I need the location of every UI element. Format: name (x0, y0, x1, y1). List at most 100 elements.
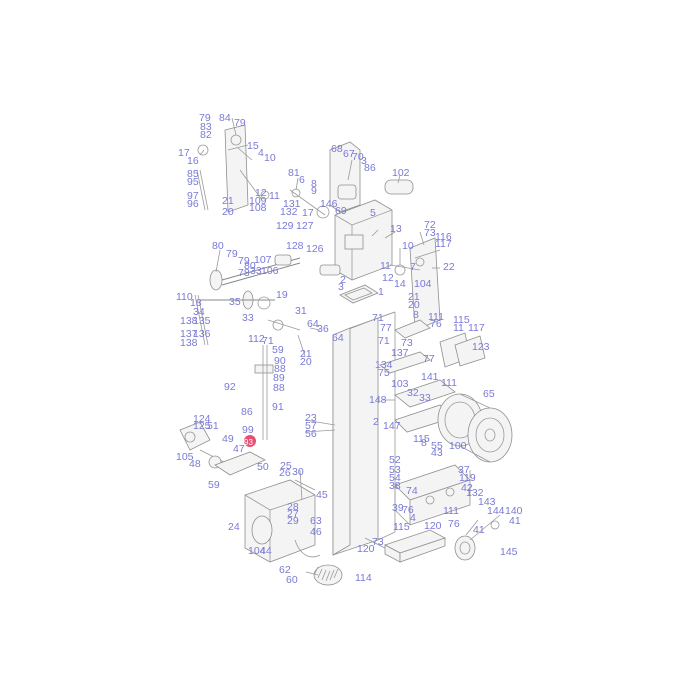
part-label: 71 (372, 312, 384, 324)
part-label: 138 (180, 315, 198, 327)
part-label: 137 (391, 347, 409, 359)
part-label: 74 (406, 485, 418, 497)
part-label: 27 (287, 508, 299, 520)
part-label: 140 (505, 505, 523, 517)
part-label: 144 (487, 505, 505, 517)
part-label: 3 (361, 155, 367, 167)
part-label: 22 (443, 261, 455, 273)
part-label: 120 (357, 543, 375, 555)
part-label: 11 (380, 260, 391, 272)
part-label: 39 (392, 502, 404, 514)
part-label: 79 (234, 117, 246, 129)
part-label: 45 (316, 489, 328, 501)
part-label: 33 (242, 312, 254, 324)
part-label: 2 (373, 416, 379, 428)
part-label: 64 (332, 332, 344, 344)
part-label: 10 (402, 240, 414, 252)
part-label: 134 (375, 359, 393, 371)
part-label: 8 (311, 178, 317, 190)
part-label: 21 (408, 291, 420, 303)
part-label: 71 (262, 335, 274, 347)
part-label: 79 (238, 255, 250, 267)
part-label: 77 (380, 322, 392, 334)
part-label: 26 (279, 467, 291, 479)
part-label: 33 (419, 392, 431, 404)
part-label: 10 (264, 152, 276, 164)
part-label: 12 (255, 187, 267, 199)
part-label: 49 (222, 433, 234, 445)
part-label: 53 (389, 464, 401, 476)
part-label: 43 (431, 447, 443, 459)
part-label: 47 (233, 443, 245, 455)
part-label: 57 (305, 420, 317, 432)
part-label: 86 (241, 406, 253, 418)
part-label: 111 (441, 377, 457, 389)
part-label: 18 (190, 297, 202, 309)
part-label: 75 (378, 367, 390, 379)
part-label: 20 (300, 356, 312, 368)
part-label: 79 (226, 248, 238, 260)
main-column (332, 311, 396, 556)
part-label: 60 (286, 574, 298, 586)
part-label: 62 (279, 564, 291, 576)
part-label: 44 (260, 545, 272, 557)
part-label: 51 (207, 420, 219, 432)
part-label: 30 (292, 466, 304, 478)
part-label: 59 (272, 344, 284, 356)
part-label: 67 (343, 148, 355, 160)
part-label: 147 (383, 420, 401, 432)
part-label: 20 (222, 206, 234, 218)
part-label: 55 (431, 440, 443, 452)
part-label: 65 (483, 388, 495, 400)
part-label: 115 (393, 521, 410, 533)
part-label: 143 (478, 496, 496, 508)
part-label: 20 (408, 299, 420, 311)
part-label: 141 (421, 371, 439, 383)
part-label: 73 (401, 337, 413, 349)
part-label: 89 (273, 372, 285, 384)
part-label: 34 (193, 306, 205, 318)
part-label: 15 (247, 140, 259, 152)
part-label: 96 (187, 198, 199, 210)
part-label: 86 (364, 162, 376, 174)
part-label: 72 (424, 219, 436, 231)
part-label: 68 (331, 143, 343, 155)
small-pulley (454, 514, 501, 561)
part-label: 33 (250, 265, 262, 277)
part-label: 78 (238, 267, 250, 279)
part-label: 64 (307, 318, 319, 330)
part-label: 84 (219, 112, 231, 124)
part-label: 104 (248, 545, 266, 557)
part-label: 5 (370, 207, 376, 219)
motor-housing (244, 469, 321, 563)
part-label: 104 (414, 278, 432, 290)
part-labels: 79 84 79 83 82 17 15 4 10 16 85 95 97 96… (176, 112, 523, 586)
leader-lines (199, 117, 479, 576)
part-label: 17 (178, 147, 190, 159)
part-label: 90 (274, 355, 286, 367)
part-label: 117 (468, 322, 485, 334)
part-label: 117 (435, 238, 452, 250)
part-label: 56 (305, 428, 317, 440)
part-label: 81 (288, 167, 300, 179)
top-housing (319, 141, 414, 304)
part-label: 8 (421, 437, 427, 449)
part-label: 106 (261, 265, 279, 277)
highlight-marker (244, 435, 256, 447)
part-label: 6 (299, 174, 305, 186)
part-label: 107 (254, 254, 272, 266)
part-label: 41 (473, 524, 485, 536)
part-label: 23 (305, 412, 317, 424)
part-label: 2 (340, 274, 346, 286)
part-label: 19 (276, 289, 288, 301)
part-label: 91 (272, 401, 284, 413)
upper-left-bracket (196, 124, 330, 219)
part-label: 71 (378, 335, 390, 347)
part-label: 12 (382, 272, 394, 284)
part-label: 36 (317, 323, 329, 335)
part-label: 37 (458, 464, 470, 476)
part-label: 105 (176, 451, 194, 463)
part-label: 70 (352, 151, 364, 163)
part-label: 63 (310, 515, 322, 527)
part-label: 35 (229, 296, 241, 308)
